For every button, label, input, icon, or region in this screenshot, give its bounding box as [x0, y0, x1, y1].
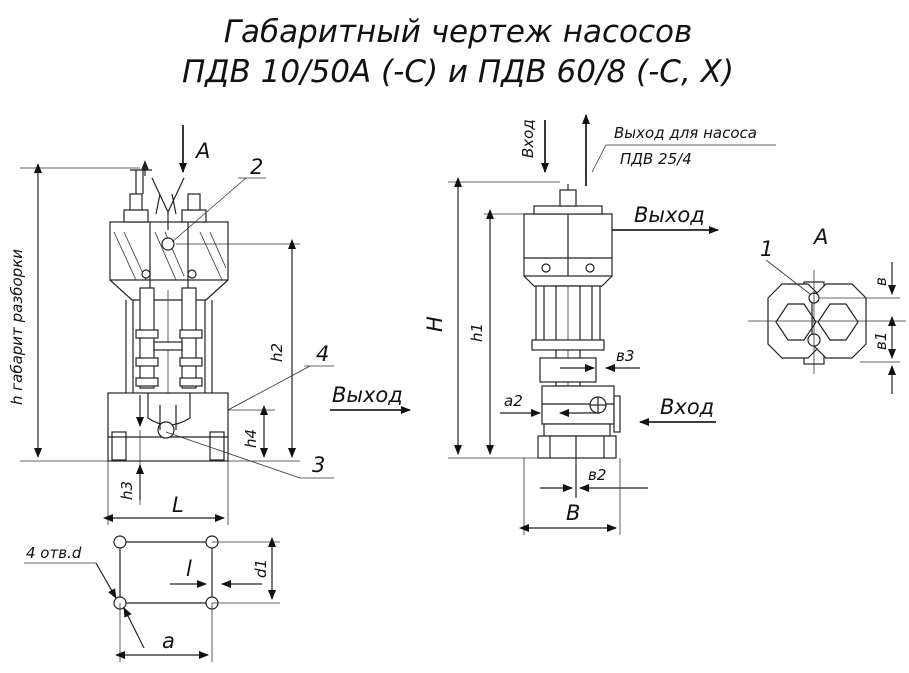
b2-label: в2 — [588, 466, 606, 484]
a2-label: a2 — [504, 392, 523, 410]
detail-view-a — [748, 270, 906, 374]
d1-label: d1 — [252, 559, 270, 578]
outlet-left-label: Выход — [332, 383, 403, 407]
b1-label: в1 — [872, 332, 890, 350]
title-line-1: Габаритный чертеж насосов — [224, 14, 693, 50]
callout-3: 3 — [312, 453, 325, 477]
h1-label: h1 — [468, 323, 486, 342]
l-label: l — [186, 557, 192, 581]
h3-label: h3 — [118, 481, 136, 500]
holes-label: 4 отв.d — [26, 544, 82, 562]
outlet-pump-line2: ПДВ 25/4 — [620, 150, 692, 168]
view-a-label: А — [194, 139, 210, 163]
callout-4: 4 — [316, 342, 329, 366]
b3-label: в3 — [616, 347, 634, 365]
title-line-2: ПДВ 10/50А (-С) и ПДВ 60/8 (-С, Х) — [182, 54, 734, 90]
inlet-right-label: Вход — [660, 395, 714, 419]
callout-2: 2 — [250, 155, 263, 179]
h2-label: h2 — [268, 343, 286, 362]
front-view — [107, 160, 229, 462]
view-a-detail-label: А — [812, 225, 828, 249]
h4-label: h4 — [242, 429, 260, 448]
h-disassembly-label: h габарит разборки — [8, 249, 26, 405]
mounting-holes — [113, 535, 219, 610]
a-label: a — [162, 629, 175, 653]
outlet-pump-line1: Выход для насоса — [614, 124, 757, 142]
callout-1: 1 — [760, 237, 773, 261]
b-label: в — [872, 277, 890, 286]
H-label: H — [423, 316, 447, 332]
L-label: L — [172, 493, 184, 517]
outlet-right-label: Выход — [634, 203, 705, 227]
side-view — [523, 184, 621, 498]
inlet-top-label: Вход — [519, 119, 537, 158]
B-label: B — [566, 501, 580, 525]
